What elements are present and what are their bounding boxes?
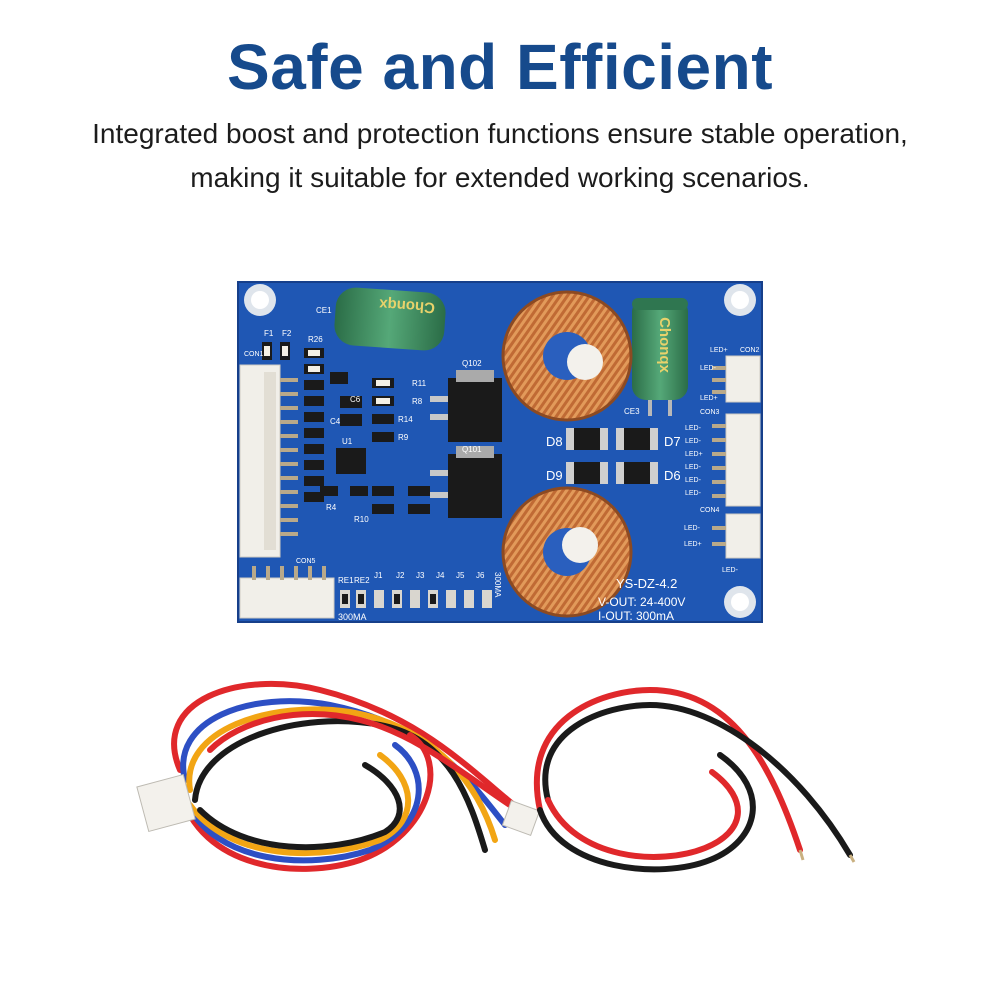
toroid-inductor-bottom <box>501 486 633 618</box>
label-j4: J4 <box>436 571 445 580</box>
board-vout: V-OUT: 24-400V <box>598 595 685 609</box>
label-d7: D7 <box>664 434 681 449</box>
label-con1: CON1 <box>244 351 264 358</box>
silkscreen: CE1 CE3 F1 F2 R26 R11 R8 R14 R9 R10 R4 C… <box>244 306 760 623</box>
label-r8: R8 <box>412 397 423 406</box>
pin-led-10: LED- <box>684 525 701 532</box>
label-c4: C4 <box>330 417 341 426</box>
label-300ma: 300MA <box>338 612 367 622</box>
pin-led-4: LED- <box>685 425 702 432</box>
label-j1: J1 <box>374 571 383 580</box>
connector-con2 <box>712 355 761 403</box>
label-ce3: CE3 <box>624 407 640 416</box>
board-iout: I-OUT: 300mA <box>598 609 674 623</box>
label-re1: RE1 <box>338 576 354 585</box>
diodes <box>566 428 658 484</box>
label-f2: F2 <box>282 329 292 338</box>
capacitor-ce3: Chonqx <box>632 298 688 416</box>
label-con4: CON4 <box>700 507 720 514</box>
led-driver-board: Chonqx Chonqx <box>237 281 763 623</box>
label-j3: J3 <box>416 571 425 580</box>
label-q102: Q102 <box>462 359 482 368</box>
pin-led-11: LED+ <box>684 541 702 548</box>
label-r9: R9 <box>398 433 409 442</box>
label-c6: C6 <box>350 395 361 404</box>
label-r4: R4 <box>326 503 337 512</box>
label-d9: D9 <box>546 468 563 483</box>
transistor-q101 <box>430 446 502 518</box>
label-d8: D8 <box>546 434 563 449</box>
board-model: YS-DZ-4.2 <box>616 576 677 591</box>
wire-tips <box>798 849 856 863</box>
label-con5: CON5 <box>296 558 316 565</box>
pin-led-2: LED- <box>700 365 717 372</box>
connector-con3 <box>712 413 761 507</box>
label-f1: F1 <box>264 329 274 338</box>
multi-wire-cable <box>171 680 528 872</box>
connector-con5 <box>239 566 335 619</box>
label-r10: R10 <box>354 515 369 524</box>
pin-led-12: LED- <box>722 567 739 574</box>
connector-con1 <box>239 364 298 558</box>
capacitor-ce1: Chonqx <box>334 287 446 351</box>
pin-led-8: LED- <box>685 477 702 484</box>
pin-led-9: LED- <box>685 490 702 497</box>
label-j2: J2 <box>396 571 405 580</box>
connector-con4 <box>712 513 761 559</box>
toroid-inductor-top <box>501 290 633 422</box>
label-re2: RE2 <box>354 576 370 585</box>
transistor-q102 <box>430 370 502 442</box>
label-u1: U1 <box>342 437 353 446</box>
label-300ma-right: 300MA <box>493 572 502 598</box>
page-title: Safe and Efficient <box>227 31 773 103</box>
capacitor-brand-left: Chonqx <box>378 295 436 316</box>
label-con2: CON2 <box>740 347 760 354</box>
label-q101: Q101 <box>462 445 482 454</box>
label-r14: R14 <box>398 415 413 424</box>
page-description: Integrated boost and protection function… <box>92 118 908 193</box>
jumper-pads <box>340 590 492 608</box>
pin-led-3: LED+ <box>700 395 718 402</box>
pin-led-1: LED+ <box>710 347 728 354</box>
mounting-hole-icon <box>244 284 756 618</box>
label-j5: J5 <box>456 571 465 580</box>
label-j6: J6 <box>476 571 485 580</box>
label-r26: R26 <box>308 335 323 344</box>
label-ce1: CE1 <box>316 306 332 315</box>
label-d6: D6 <box>664 468 681 483</box>
two-wire-cable <box>533 686 853 873</box>
pin-led-6: LED+ <box>685 451 703 458</box>
cable-connector-left <box>136 773 541 836</box>
label-r11: R11 <box>412 379 427 388</box>
pin-led-5: LED- <box>685 438 702 445</box>
pin-led-7: LED- <box>685 464 702 471</box>
capacitor-brand-right: Chonqx <box>656 317 673 373</box>
label-con3: CON3 <box>700 409 720 416</box>
